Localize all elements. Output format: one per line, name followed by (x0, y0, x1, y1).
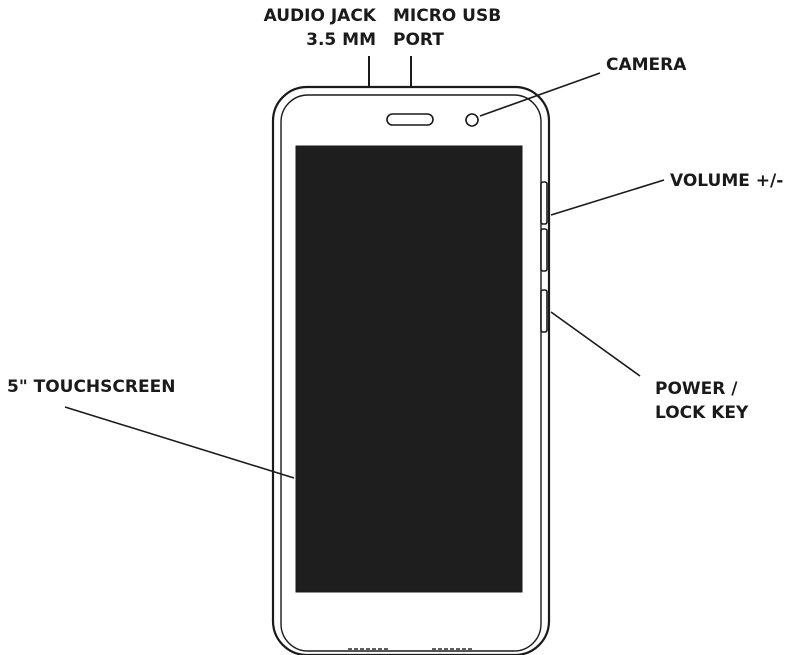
volume-label: VOLUME +/- (670, 171, 783, 191)
touchscreen-display (295, 145, 523, 593)
volume-up-button (540, 181, 548, 225)
power-label-line2: LOCK KEY (655, 403, 749, 423)
front-camera (465, 113, 479, 127)
earpiece-speaker (386, 113, 434, 126)
camera-label: CAMERA (606, 55, 687, 75)
volume-leader-line (550, 179, 665, 216)
volume-down-button (540, 228, 548, 272)
power-lock-button (540, 289, 548, 333)
micro-usb-label-line2: PORT (393, 30, 444, 50)
touchscreen-label: 5" TOUCHSCREEN (7, 377, 175, 397)
audio-jack-label-line1: AUDIO JACK (264, 6, 377, 26)
camera-leader-line (479, 72, 601, 117)
audio-jack-label-line2: 3.5 MM (306, 30, 376, 50)
touchscreen-leader-line (64, 406, 295, 479)
power-label-line1: POWER / (655, 379, 738, 399)
micro-usb-label-line1: MICRO USB (393, 6, 501, 26)
phone-inner-frame (280, 94, 542, 652)
power-leader-line (550, 311, 641, 377)
